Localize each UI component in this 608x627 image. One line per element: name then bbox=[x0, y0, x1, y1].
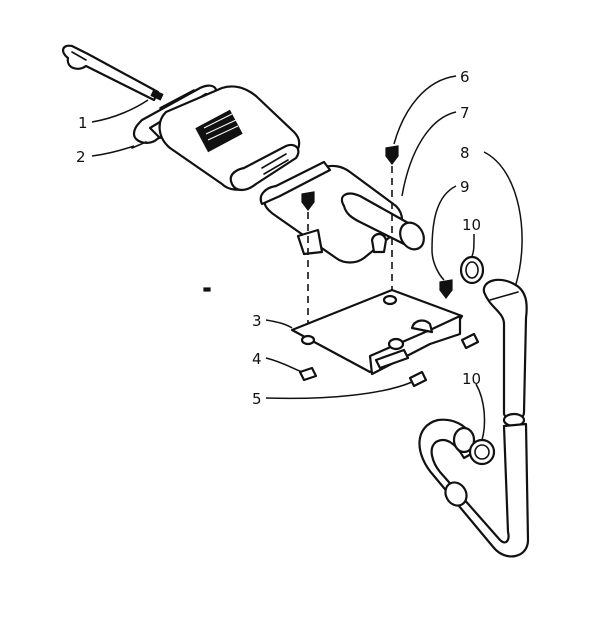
part-9-screw bbox=[439, 279, 453, 299]
screw-left bbox=[301, 191, 315, 211]
leader-1 bbox=[91, 99, 149, 123]
grille bbox=[195, 109, 243, 153]
callout-4: 4 bbox=[252, 350, 262, 368]
leader-9 bbox=[431, 185, 457, 281]
part-8-hose-upper bbox=[482, 278, 528, 428]
part-4-clip bbox=[298, 366, 318, 382]
part-6-screw-top bbox=[385, 145, 399, 165]
leader-5 bbox=[265, 381, 413, 400]
callout-6: 6 bbox=[460, 68, 470, 86]
leader-3 bbox=[265, 319, 293, 329]
clip-right bbox=[460, 332, 480, 350]
callout-10-upper: 10 bbox=[462, 216, 481, 234]
callout-3: 3 bbox=[252, 312, 262, 330]
part-10-clamp-lower bbox=[468, 438, 496, 466]
callout-5: 5 bbox=[252, 390, 262, 408]
callout-1: 1 bbox=[78, 114, 88, 132]
callout-7: 7 bbox=[460, 104, 470, 122]
leader-8 bbox=[483, 151, 523, 285]
leader-10a bbox=[471, 233, 475, 257]
hose-lower bbox=[418, 418, 530, 558]
leader-10b bbox=[475, 383, 486, 441]
part-5-clip bbox=[408, 370, 428, 388]
stray-mark bbox=[203, 287, 211, 292]
callout-9: 9 bbox=[460, 178, 470, 196]
part-1-handle bbox=[62, 44, 164, 102]
leader-6 bbox=[393, 75, 457, 145]
leader-4 bbox=[265, 357, 303, 373]
callout-10-lower: 10 bbox=[462, 370, 481, 388]
filter-housing bbox=[158, 85, 301, 192]
leader-2 bbox=[91, 145, 135, 157]
leader-7 bbox=[401, 111, 457, 197]
callout-2: 2 bbox=[76, 148, 86, 166]
part-7-valve-body bbox=[259, 160, 425, 264]
part-3-mounting-plate bbox=[290, 288, 464, 376]
callout-8: 8 bbox=[460, 144, 470, 162]
part-10-clamp-upper bbox=[459, 255, 485, 285]
